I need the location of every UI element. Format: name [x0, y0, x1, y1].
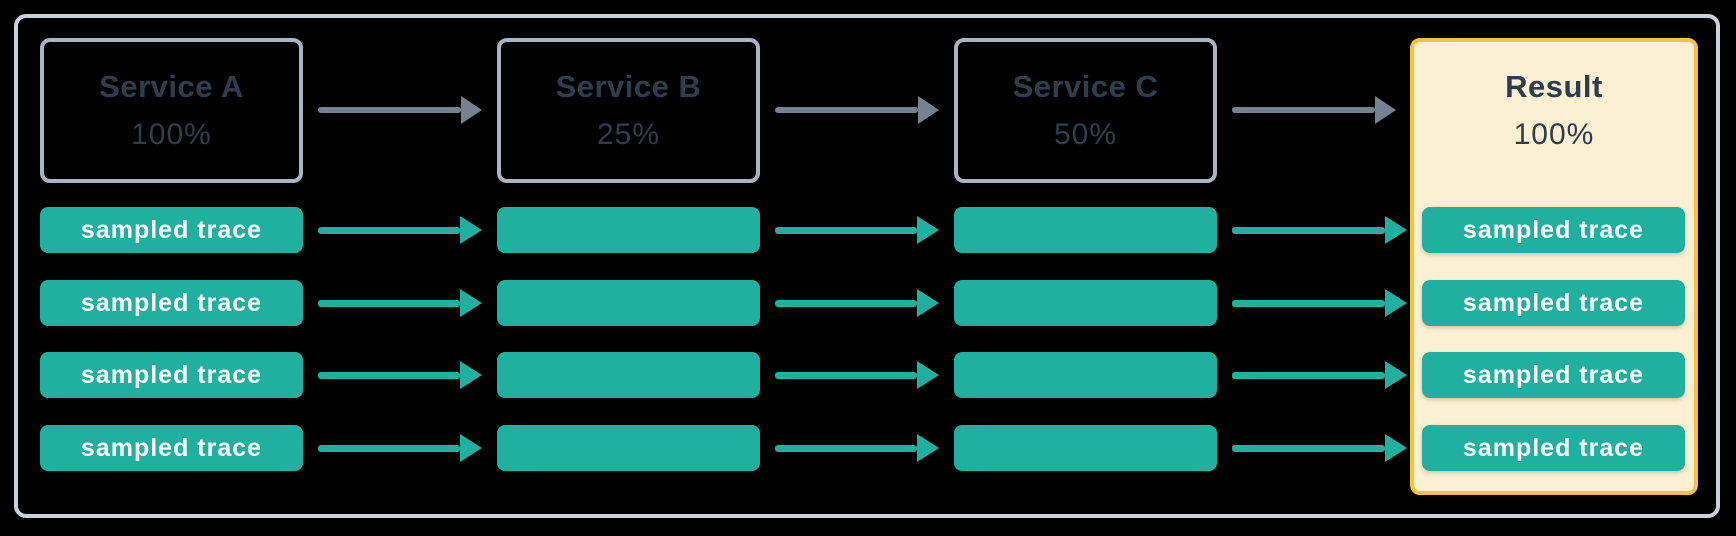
trace-row: sampled trace — [40, 425, 303, 471]
arrow-right-icon — [775, 361, 939, 389]
arrow-right-icon — [1232, 434, 1407, 462]
result-rate: 100% — [1513, 117, 1595, 151]
trace-row: sampled trace — [40, 280, 303, 326]
service-c-box: Service C 50% — [954, 38, 1217, 183]
arrow-right-icon — [318, 216, 482, 244]
result-title: Result — [1505, 68, 1603, 104]
trace-row — [954, 425, 1217, 471]
service-a-title: Service A — [99, 68, 244, 104]
trace-row — [497, 425, 760, 471]
service-c-rate: 50% — [1053, 117, 1118, 151]
trace-row: sampled trace — [1422, 207, 1685, 253]
result-panel — [1410, 38, 1698, 495]
trace-row: sampled trace — [1422, 425, 1685, 471]
arrow-right-icon — [1232, 216, 1407, 244]
trace-row: sampled trace — [40, 207, 303, 253]
arrow-right-icon — [1232, 289, 1407, 317]
arrow-right-icon — [775, 434, 939, 462]
outer-frame — [14, 14, 1720, 518]
trace-row: sampled trace — [1422, 280, 1685, 326]
arrow-right-icon — [318, 434, 482, 462]
trace-row — [497, 280, 760, 326]
trace-row — [497, 352, 760, 398]
service-a-rate: 100% — [131, 117, 212, 151]
result-header: Result 100% — [1410, 38, 1698, 183]
service-c-title: Service C — [1012, 68, 1159, 104]
service-b-title: Service B — [555, 68, 702, 104]
arrow-right-icon — [318, 361, 482, 389]
arrow-right-icon — [318, 289, 482, 317]
service-b-rate: 25% — [596, 117, 661, 151]
trace-row — [954, 352, 1217, 398]
trace-row: sampled trace — [1422, 352, 1685, 398]
service-a-box: Service A 100% — [40, 38, 303, 183]
trace-row — [497, 207, 760, 253]
arrow-right-icon — [1232, 96, 1396, 124]
arrow-right-icon — [1232, 361, 1407, 389]
arrow-right-icon — [318, 96, 482, 124]
arrow-right-icon — [775, 289, 939, 317]
trace-row: sampled trace — [40, 352, 303, 398]
arrow-right-icon — [775, 216, 939, 244]
trace-row — [954, 280, 1217, 326]
trace-row — [954, 207, 1217, 253]
arrow-right-icon — [775, 96, 939, 124]
service-b-box: Service B 25% — [497, 38, 760, 183]
